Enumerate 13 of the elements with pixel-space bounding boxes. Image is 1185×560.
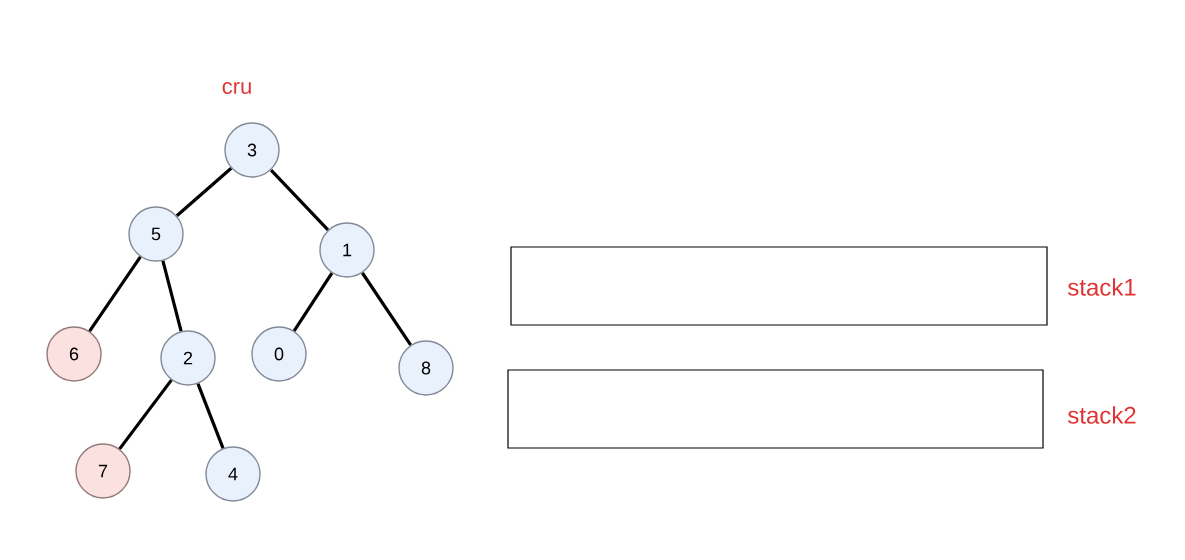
tree-edge — [269, 168, 330, 231]
tree-edge — [196, 383, 225, 449]
tree-edge — [361, 272, 412, 346]
pointer-label: stack1 — [1068, 278, 1136, 296]
tree-edge — [88, 255, 142, 333]
tree-edge — [175, 167, 233, 217]
tree-edge — [292, 272, 334, 332]
tree-edge — [118, 379, 173, 450]
pointer-label: stack2 — [1068, 406, 1136, 424]
stack-box — [510, 246, 1048, 326]
stack-box — [507, 369, 1044, 449]
pointer-label: cru — [222, 82, 251, 94]
tree-edge — [161, 260, 183, 332]
